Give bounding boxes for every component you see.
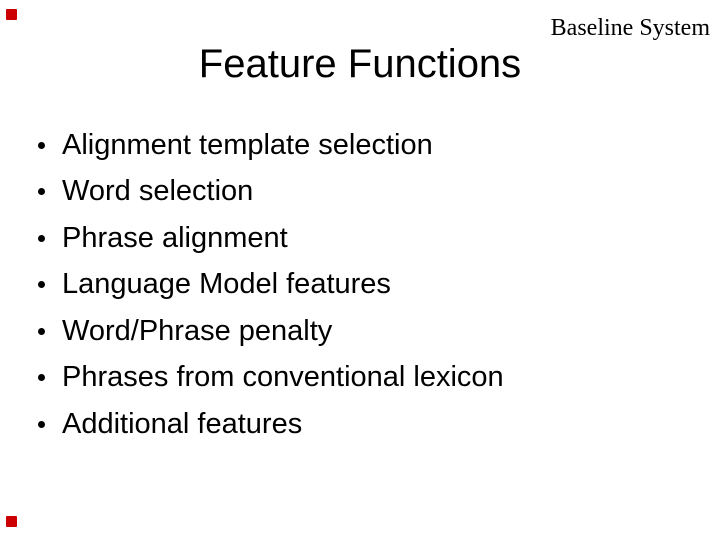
bullet-dot-icon — [38, 141, 45, 149]
bullet-item: Phrases from conventional lexicon — [38, 355, 504, 402]
red-corner-marker-top-left-icon — [6, 9, 17, 20]
bullet-text: Word/Phrase penalty — [62, 314, 333, 347]
red-corner-marker-bottom-left-icon — [6, 516, 17, 527]
bullet-list: Alignment template selection Word select… — [38, 122, 504, 448]
bullet-item: Word selection — [38, 169, 504, 216]
bullet-dot-icon — [38, 374, 45, 382]
bullet-text: Phrase alignment — [62, 221, 288, 254]
bullet-item: Word/Phrase penalty — [38, 308, 504, 355]
slide-corner-note: Baseline System — [550, 15, 710, 41]
bullet-text: Alignment template selection — [62, 128, 433, 161]
bullet-text: Language Model features — [62, 268, 391, 301]
bullet-dot-icon — [38, 234, 45, 242]
bullet-item: Alignment template selection — [38, 122, 504, 169]
bullet-dot-icon — [38, 281, 45, 289]
bullet-text: Phrases from conventional lexicon — [62, 361, 504, 394]
bullet-item: Language Model features — [38, 262, 504, 309]
bullet-text: Additional features — [62, 407, 303, 440]
bullet-item: Additional features — [38, 401, 504, 448]
bullet-dot-icon — [38, 327, 45, 335]
bullet-text: Word selection — [62, 175, 254, 208]
bullet-item: Phrase alignment — [38, 215, 504, 262]
slide-title: Feature Functions — [198, 42, 522, 86]
bullet-dot-icon — [38, 420, 45, 428]
bullet-dot-icon — [38, 188, 45, 196]
